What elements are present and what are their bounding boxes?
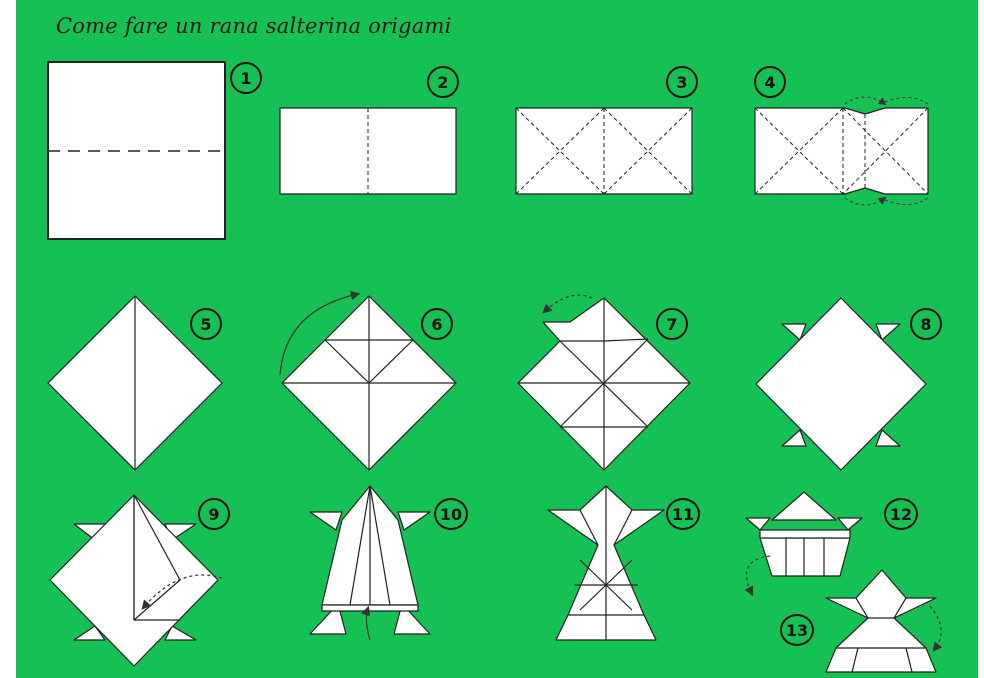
step-1-figure bbox=[48, 62, 225, 239]
step-13-figure bbox=[826, 570, 941, 672]
step-9-badge: 9 bbox=[198, 498, 230, 530]
step-11-badge: 11 bbox=[666, 498, 700, 530]
step-10-figure bbox=[310, 486, 430, 640]
step-3-figure bbox=[516, 108, 692, 194]
step-2-badge: 2 bbox=[427, 66, 459, 98]
step-12-badge: 12 bbox=[884, 498, 918, 530]
step-8-badge: 8 bbox=[910, 308, 942, 340]
step-1-badge: 1 bbox=[230, 62, 262, 94]
step-4-badge: 4 bbox=[754, 66, 786, 98]
step-6-badge: 6 bbox=[421, 308, 453, 340]
step-7-badge: 7 bbox=[656, 308, 688, 340]
step-5-badge: 5 bbox=[190, 308, 222, 340]
step-12-figure bbox=[746, 492, 862, 594]
step-8-figure bbox=[756, 298, 926, 470]
step-9-figure bbox=[50, 495, 222, 666]
step-10-badge: 10 bbox=[434, 498, 468, 530]
step-3-badge: 3 bbox=[666, 66, 698, 98]
step-13-badge: 13 bbox=[780, 614, 814, 646]
step-4-figure bbox=[755, 97, 928, 205]
step-11-figure bbox=[548, 486, 664, 640]
step-2-figure bbox=[280, 108, 456, 194]
